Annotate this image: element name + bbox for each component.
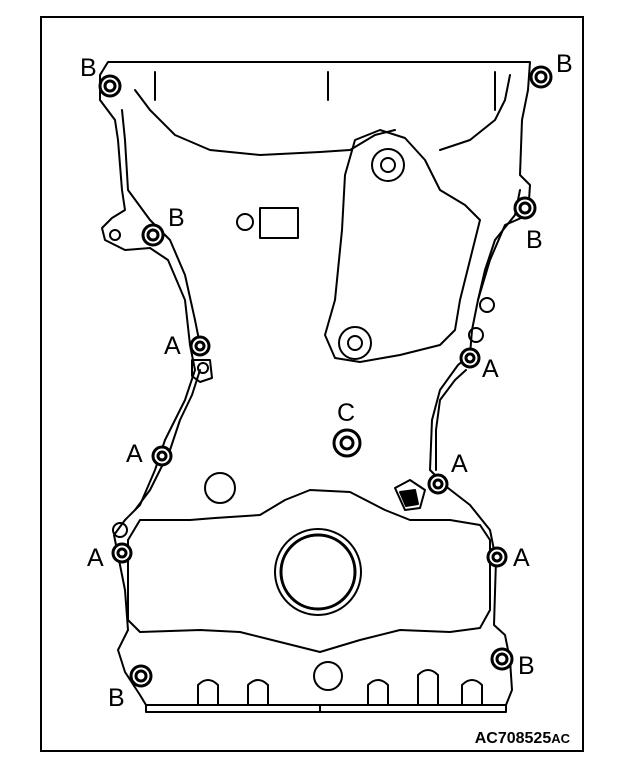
callout-b-top-right: B bbox=[556, 50, 573, 78]
callout-c-center: C bbox=[337, 399, 356, 427]
bolt-c-center bbox=[332, 428, 362, 458]
lower-pivot-inner bbox=[347, 335, 363, 351]
oil-seal-inner bbox=[279, 533, 357, 611]
top-inner-ridge bbox=[134, 74, 511, 156]
bottom-center-hole bbox=[313, 661, 343, 691]
callout-b-top-left: B bbox=[80, 54, 97, 82]
bottom-rib-2 bbox=[247, 679, 269, 706]
bolt-b-bottom-left bbox=[129, 664, 153, 688]
bolt-a-left-2 bbox=[151, 445, 173, 467]
right-inner-ridge-2 bbox=[435, 369, 467, 471]
callout-a-right-3: A bbox=[513, 544, 530, 572]
left-inner-ridge-2 bbox=[134, 369, 201, 511]
bolt-b-upper-right bbox=[513, 196, 537, 220]
right-hole-2 bbox=[468, 327, 484, 343]
bolt-a-mid-right bbox=[459, 347, 481, 369]
tensioner-pivot-inner bbox=[380, 157, 396, 173]
diagram-frame bbox=[40, 16, 584, 752]
lower-section bbox=[127, 489, 491, 653]
bolt-a-mid-left bbox=[189, 335, 211, 357]
tensioner-pivot-outer bbox=[371, 148, 405, 182]
figure-id-suffix: AC bbox=[551, 731, 570, 746]
callout-a-right-2: A bbox=[451, 450, 468, 478]
rect-boss bbox=[259, 207, 299, 239]
bolt-b-top-left bbox=[98, 74, 122, 98]
figure-id-main: AC708525 bbox=[474, 730, 552, 747]
bottom-rib-4 bbox=[417, 669, 439, 706]
sensor-bracket-detail bbox=[399, 489, 419, 507]
callout-a-left-2: A bbox=[126, 440, 143, 468]
bolt-a-right-2 bbox=[427, 473, 449, 495]
callout-a-mid-right: A bbox=[482, 355, 499, 383]
bolt-b-upper-left bbox=[141, 223, 165, 247]
small-hole-left bbox=[236, 213, 254, 231]
callout-b-bottom-right: B bbox=[518, 652, 535, 680]
left-ear-hole bbox=[109, 229, 121, 241]
callout-b-upper-left: B bbox=[168, 204, 185, 232]
bottom-rib-3 bbox=[367, 679, 389, 706]
tensioner-arm bbox=[324, 129, 481, 363]
callout-b-bottom-left: B bbox=[108, 684, 125, 712]
bolt-a-right-3 bbox=[486, 546, 508, 568]
bottom-rib-5 bbox=[461, 679, 483, 706]
oil-seal-outer bbox=[274, 528, 362, 616]
callout-a-left-3: A bbox=[87, 544, 104, 572]
right-hole-1 bbox=[479, 297, 495, 313]
bottom-rib-1 bbox=[197, 679, 219, 706]
small-tab bbox=[191, 359, 213, 383]
small-tab-hole bbox=[197, 362, 209, 374]
mid-hole bbox=[204, 472, 236, 504]
callout-a-mid-left: A bbox=[164, 332, 181, 360]
bolt-b-top-right bbox=[529, 65, 553, 89]
bolt-icon bbox=[98, 65, 553, 688]
figure-id: AC708525AC bbox=[475, 730, 570, 748]
lower-pivot-outer bbox=[338, 326, 372, 360]
left-hole-lower bbox=[112, 522, 128, 538]
bottom-plate bbox=[145, 704, 507, 713]
bolt-b-bottom-right bbox=[490, 647, 514, 671]
callout-b-upper-right: B bbox=[526, 226, 543, 254]
bolt-a-left-3 bbox=[111, 542, 133, 564]
